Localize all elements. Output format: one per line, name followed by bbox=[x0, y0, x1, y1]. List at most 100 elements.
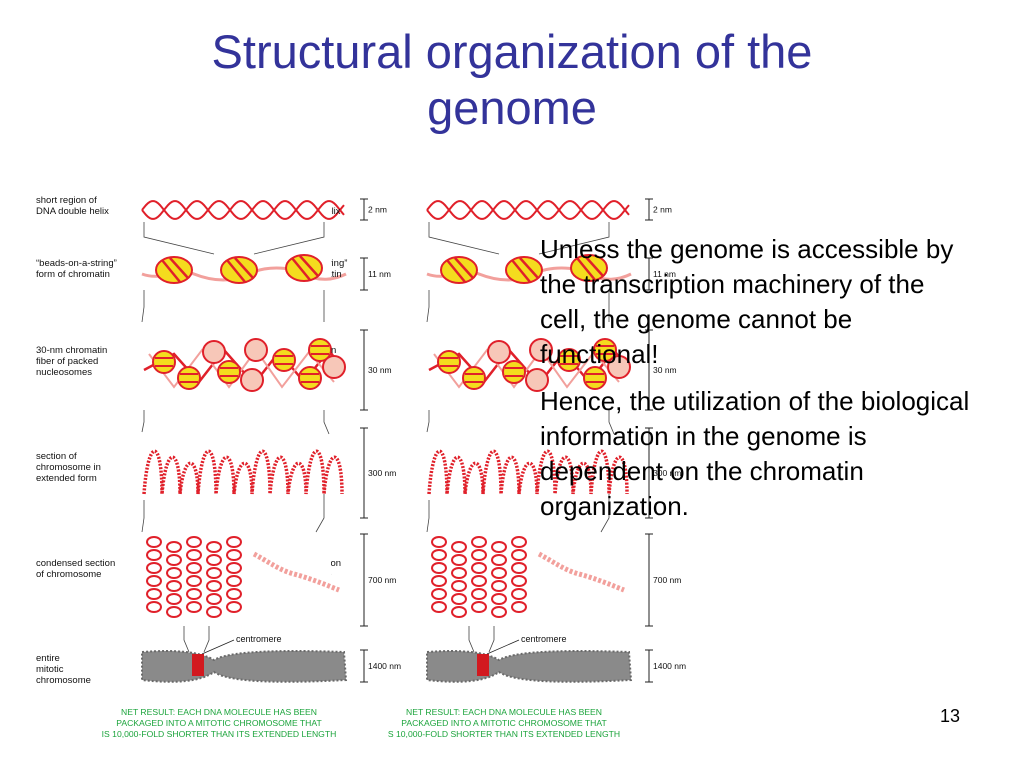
scale-bar-6: 1400 nm bbox=[645, 649, 686, 683]
scale-bar-1: 2 nm bbox=[360, 198, 387, 221]
scale-label-6: 1400 nm bbox=[653, 661, 686, 671]
nucleosome bbox=[244, 338, 268, 362]
centromere-marker bbox=[192, 654, 204, 676]
row-label-3: atin bbox=[331, 345, 336, 356]
scale-bar-5: 700 nm bbox=[645, 533, 681, 627]
nucleosome-bead bbox=[220, 256, 258, 284]
mitotic-chromosome bbox=[426, 639, 633, 683]
nucleosome bbox=[298, 366, 322, 390]
scale-bar-3: 30 nm bbox=[645, 329, 677, 411]
beads-on-a-string bbox=[426, 254, 632, 284]
scale-label-6: 1400 nm bbox=[368, 661, 401, 671]
nucleosome bbox=[152, 350, 176, 374]
centromere-label: centromere bbox=[521, 634, 567, 644]
dna-double-helix bbox=[426, 200, 630, 220]
net-result-line-3: S 10,000-FOLD SHORTER THAN ITS EXTENDED … bbox=[388, 729, 620, 739]
row-label-6: entire bbox=[36, 653, 60, 664]
scale-label-5: 700 nm bbox=[368, 575, 396, 585]
slide-number: 13 bbox=[940, 706, 961, 726]
condensed-chromosome-section bbox=[431, 536, 625, 618]
row-label-1: DNA double helix bbox=[36, 206, 109, 217]
body-paragraph-1: Unless the genome is accessible by the t… bbox=[540, 234, 954, 369]
row-label-1: short region of bbox=[36, 195, 97, 206]
row-label-3: 30-nm chromatin bbox=[36, 345, 107, 356]
nucleosome bbox=[593, 338, 617, 362]
scale-label-2: 11 nm bbox=[653, 269, 676, 279]
level-connector-lines bbox=[426, 222, 615, 653]
scale-label-1: 2 nm bbox=[368, 205, 387, 215]
nucleosome bbox=[525, 368, 549, 392]
row-label-6: mitotic bbox=[36, 664, 64, 675]
nucleosome bbox=[502, 360, 526, 384]
nucleosome-bead bbox=[505, 256, 543, 284]
scale-label-3: 30 nm bbox=[368, 365, 392, 375]
chromatin-packing-figure-right: ofhelixstring”natinatindinnctionne2 nm11… bbox=[331, 182, 693, 752]
nucleosome bbox=[557, 348, 581, 372]
row-label-6: chromosome bbox=[36, 675, 91, 686]
nucleosome bbox=[272, 348, 296, 372]
net-result-line-3: IS 10,000-FOLD SHORTER THAN ITS EXTENDED… bbox=[102, 729, 337, 739]
nucleosome bbox=[217, 360, 241, 384]
nucleosome bbox=[437, 350, 461, 374]
centromere-label: centromere bbox=[236, 634, 282, 644]
row-label-2: string” bbox=[331, 258, 347, 269]
row-label-5: condensed section bbox=[36, 558, 115, 569]
nucleosome-bead bbox=[155, 256, 193, 284]
scale-bar-1: 2 nm bbox=[645, 198, 672, 221]
nucleosome bbox=[308, 338, 332, 362]
30nm-chromatin-fiber bbox=[428, 338, 631, 392]
row-label-2: form of chromatin bbox=[36, 269, 110, 280]
net-result-line-2: PACKAGED INTO A MITOTIC CHROMOSOME THAT bbox=[401, 718, 607, 728]
slide-body-text: Unless the genome is accessible by the t… bbox=[540, 232, 970, 536]
row-label-5: ne bbox=[331, 569, 332, 580]
beads-on-a-string bbox=[141, 254, 347, 284]
row-label-4: extended form bbox=[36, 473, 97, 484]
centromere-marker bbox=[477, 654, 489, 676]
scale-label-1: 2 nm bbox=[653, 205, 672, 215]
nucleosome bbox=[322, 355, 346, 379]
scale-bar-2: 11 nm bbox=[645, 257, 676, 291]
nucleosome bbox=[240, 368, 264, 392]
nucleosome bbox=[487, 340, 511, 364]
scale-bar-4: 300 nm bbox=[360, 427, 396, 519]
scale-bar-5: 700 nm bbox=[360, 533, 396, 627]
row-label-2: natin bbox=[331, 269, 342, 280]
row-label-3: fiber of packed bbox=[36, 356, 98, 367]
row-label-5: of chromosome bbox=[36, 569, 101, 580]
row-label-4: section of bbox=[36, 451, 77, 462]
dna-double-helix bbox=[141, 200, 345, 220]
nucleosome bbox=[583, 366, 607, 390]
row-label-1: helix bbox=[331, 206, 341, 217]
net-result-line-2: PACKAGED INTO A MITOTIC CHROMOSOME THAT bbox=[116, 718, 322, 728]
nucleosome bbox=[202, 340, 226, 364]
row-label-5: ction bbox=[331, 558, 341, 569]
slide-title-line-1: Structural organization of the bbox=[211, 25, 813, 78]
scale-bar-4: 300 nm bbox=[645, 427, 681, 519]
scale-bar-2: 11 nm bbox=[360, 257, 391, 291]
nucleosome-bead bbox=[440, 256, 478, 284]
row-label-3: nucleosomes bbox=[36, 367, 92, 378]
nucleosome-bead bbox=[285, 254, 323, 282]
nucleosome-bead bbox=[570, 254, 608, 282]
scale-label-4: 300 nm bbox=[653, 468, 681, 478]
net-result-line-1: NET RESULT: EACH DNA MOLECULE HAS BEEN bbox=[406, 707, 602, 717]
level-connector-lines bbox=[141, 222, 330, 653]
nucleosome bbox=[529, 338, 553, 362]
nucleosome bbox=[177, 366, 201, 390]
slide-title: Structural organization of the genome bbox=[0, 24, 1024, 136]
nucleosome bbox=[462, 366, 486, 390]
row-label-4: chromosome in bbox=[36, 462, 101, 473]
mitotic-chromosome bbox=[141, 639, 348, 683]
scale-label-5: 700 nm bbox=[653, 575, 681, 585]
slide-title-line-2: genome bbox=[427, 81, 597, 134]
net-result-line-1: NET RESULT: EACH DNA MOLECULE HAS BEEN bbox=[121, 707, 317, 717]
30nm-chromatin-fiber bbox=[143, 338, 346, 392]
scale-bar-3: 30 nm bbox=[360, 329, 392, 411]
body-paragraph-2: Hence, the utilization of the biological… bbox=[540, 386, 970, 521]
scale-label-4: 300 nm bbox=[368, 468, 396, 478]
scale-label-2: 11 nm bbox=[368, 269, 391, 279]
scale-label-3: 30 nm bbox=[653, 365, 677, 375]
scale-bar-6: 1400 nm bbox=[360, 649, 401, 683]
extended-chromosome-loops bbox=[427, 449, 629, 495]
